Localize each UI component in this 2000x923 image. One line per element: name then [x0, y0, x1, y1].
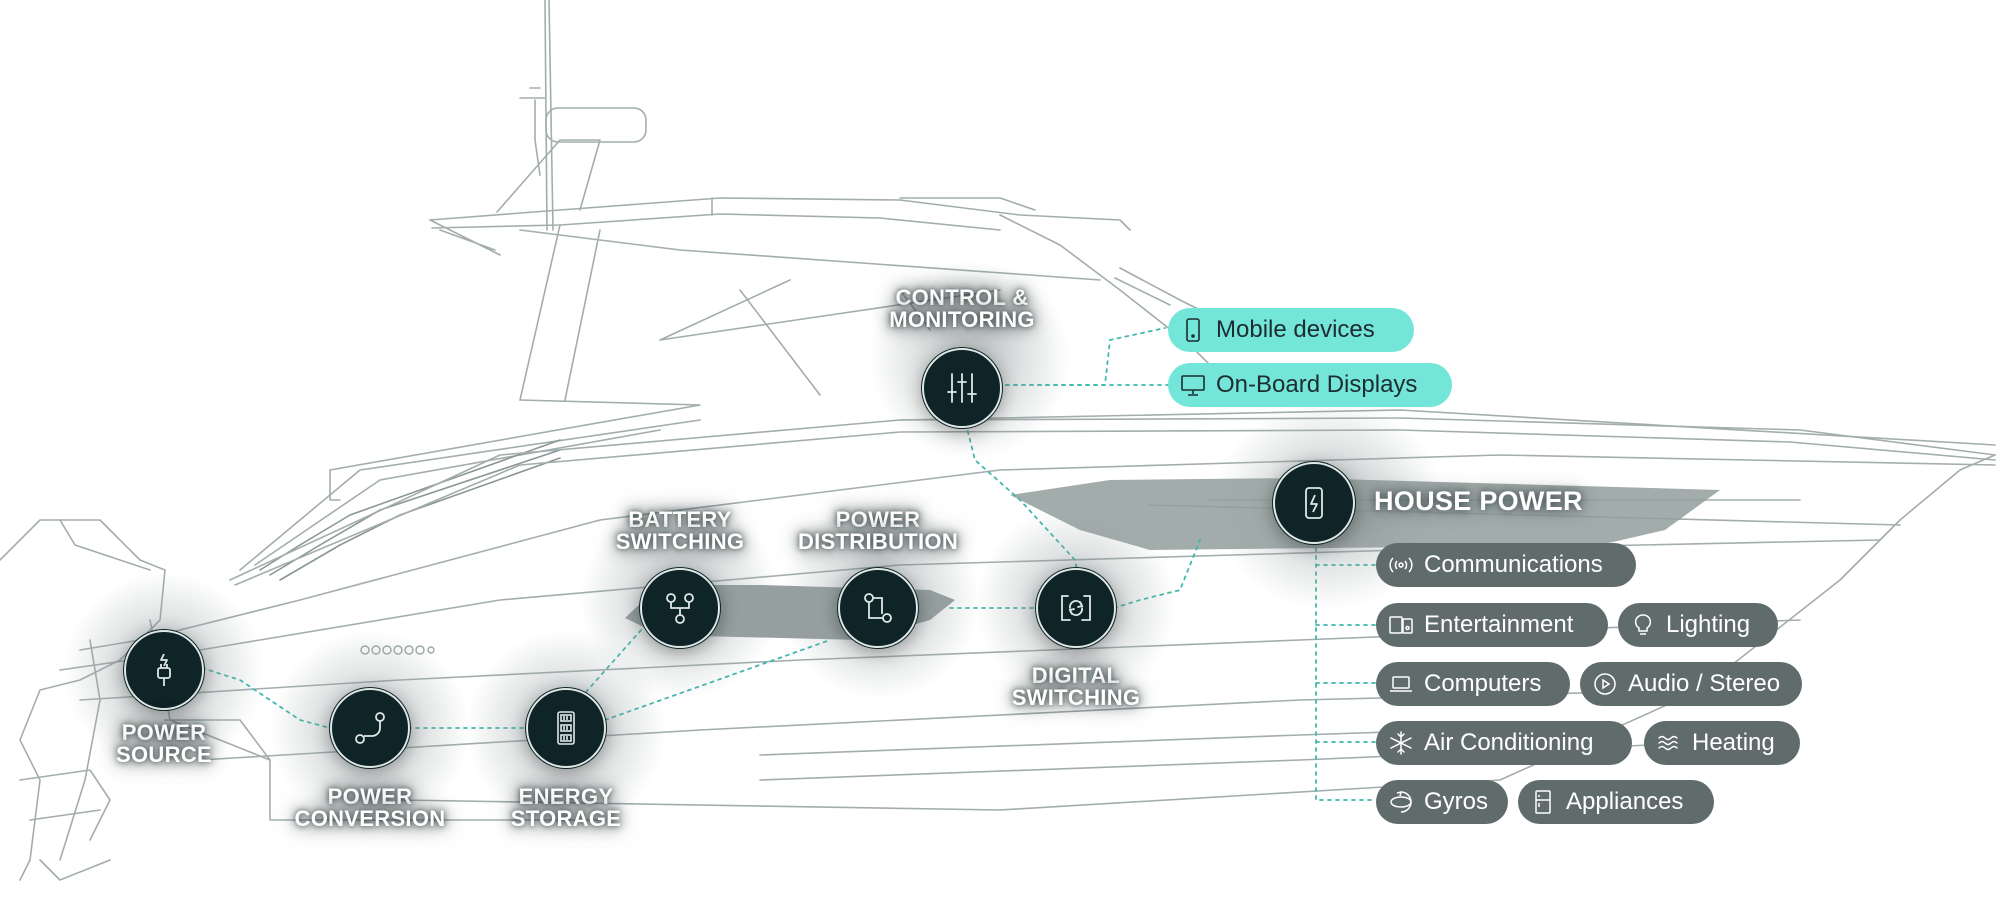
mobile-devices-label: Mobile devices	[1216, 316, 1375, 343]
monitor-icon	[1181, 375, 1205, 396]
power-distribution-label: POWER DISTRIBUTION	[797, 507, 959, 554]
control-monitoring-label: CONTROL & MONITORING	[889, 285, 1035, 332]
broadcast-icon	[1389, 557, 1413, 573]
fridge-icon	[1535, 790, 1551, 814]
play-icon	[1594, 673, 1616, 695]
control-monitoring-node[interactable]	[922, 348, 1002, 428]
lighting-pill[interactable]: Lighting	[1618, 603, 1778, 647]
entertainment-label: Entertainment	[1424, 611, 1574, 638]
refresh-frame-icon	[1061, 595, 1091, 621]
heating-pill[interactable]: Heating	[1644, 721, 1800, 765]
audio-stereo-pill[interactable]: Audio / Stereo	[1580, 662, 1802, 706]
phone-bolt-icon	[1305, 487, 1323, 519]
lighting-label: Lighting	[1666, 611, 1751, 638]
branch-icon	[666, 593, 694, 624]
gyro-icon	[1390, 790, 1412, 813]
battery-switching-node[interactable]	[640, 568, 720, 648]
mobile-icon	[1186, 318, 1200, 342]
laptop-icon	[1390, 676, 1412, 692]
route-icon	[864, 593, 892, 623]
energy-storage-node[interactable]	[526, 688, 606, 768]
power-source-node[interactable]	[124, 630, 204, 710]
sliders-icon	[947, 373, 977, 403]
battery-switching-label: BATTERY SWITCHING	[615, 507, 745, 554]
digital-switching-label: DIGITAL SWITCHING	[1011, 663, 1141, 710]
house-power-node[interactable]	[1273, 462, 1355, 544]
power-distribution-node[interactable]	[838, 568, 918, 648]
devices-icon	[1389, 616, 1413, 634]
audio-stereo-label: Audio / Stereo	[1628, 670, 1781, 697]
portholes	[360, 645, 435, 655]
appliances-label: Appliances	[1566, 788, 1684, 815]
digital-switching-node[interactable]	[1036, 568, 1116, 648]
on-board-displays-label: On-Board Displays	[1216, 371, 1418, 398]
battery-stack-icon	[557, 711, 575, 745]
air-conditioning-label: Air Conditioning	[1424, 729, 1594, 756]
mobile-devices-pill[interactable]: Mobile devices	[1168, 308, 1414, 352]
entertainment-pill[interactable]: Entertainment	[1376, 603, 1608, 647]
energy-storage-label: ENERGY STORAGE	[510, 784, 622, 831]
house-power-panel	[1010, 478, 1720, 550]
gyros-pill[interactable]: Gyros	[1376, 780, 1508, 824]
house-power-label: HOUSE POWER	[1374, 486, 1583, 516]
path-icon	[355, 712, 385, 744]
heat-waves-icon	[1658, 735, 1678, 751]
plug-icon	[157, 653, 171, 686]
mast	[544, 0, 554, 231]
air-conditioning-pill[interactable]: Air Conditioning	[1376, 721, 1632, 765]
heating-label: Heating	[1692, 729, 1775, 756]
communications-label: Communications	[1424, 551, 1603, 578]
computers-pill[interactable]: Computers	[1376, 662, 1570, 706]
computers-label: Computers	[1424, 670, 1542, 697]
appliances-pill[interactable]: Appliances	[1518, 780, 1714, 824]
power-conversion-node[interactable]	[330, 688, 410, 768]
snowflake-icon	[1390, 731, 1412, 755]
communications-pill[interactable]: Communications	[1376, 543, 1636, 587]
gyros-label: Gyros	[1424, 788, 1489, 815]
bulb-icon	[1634, 614, 1652, 635]
power-conversion-label: POWER CONVERSION	[294, 784, 446, 831]
power-source-label: POWER SOURCE	[116, 720, 212, 767]
on-board-displays-pill[interactable]: On-Board Displays	[1168, 363, 1452, 407]
